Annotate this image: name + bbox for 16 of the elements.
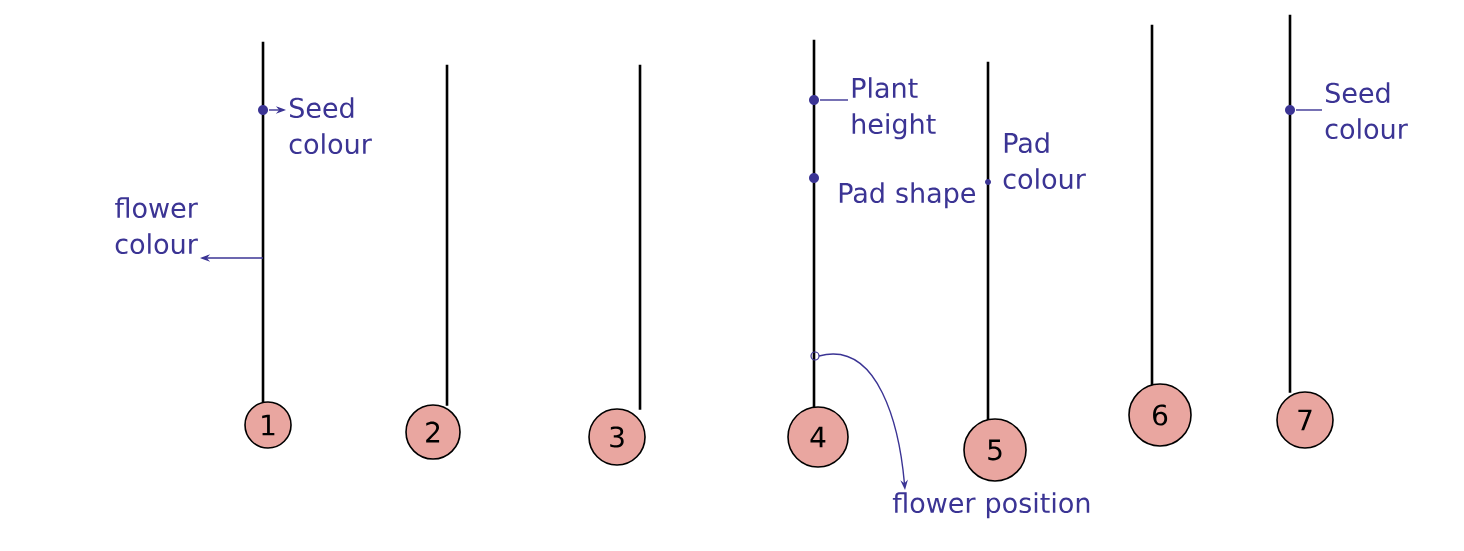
trait-label: Pad colour	[1003, 132, 1086, 190]
chromosome-line	[445, 64, 449, 406]
trait-label: Plant height	[852, 77, 936, 140]
chromosome-line	[258, 41, 268, 404]
chromosome-line	[1150, 24, 1154, 386]
chromosome-line	[638, 64, 642, 410]
trait-label: Seed colour	[1325, 82, 1408, 140]
trait-label: flower colour	[115, 197, 198, 255]
trait-label: Seed colour	[289, 97, 372, 155]
chromosome-line	[809, 39, 820, 408]
trait-label: flower position	[892, 492, 1090, 519]
leader-line	[1295, 109, 1323, 111]
chromosome-line	[985, 61, 991, 421]
leader-line	[819, 99, 849, 101]
trait-label: Pad shape	[839, 182, 975, 209]
chromosome-line	[1285, 14, 1295, 393]
